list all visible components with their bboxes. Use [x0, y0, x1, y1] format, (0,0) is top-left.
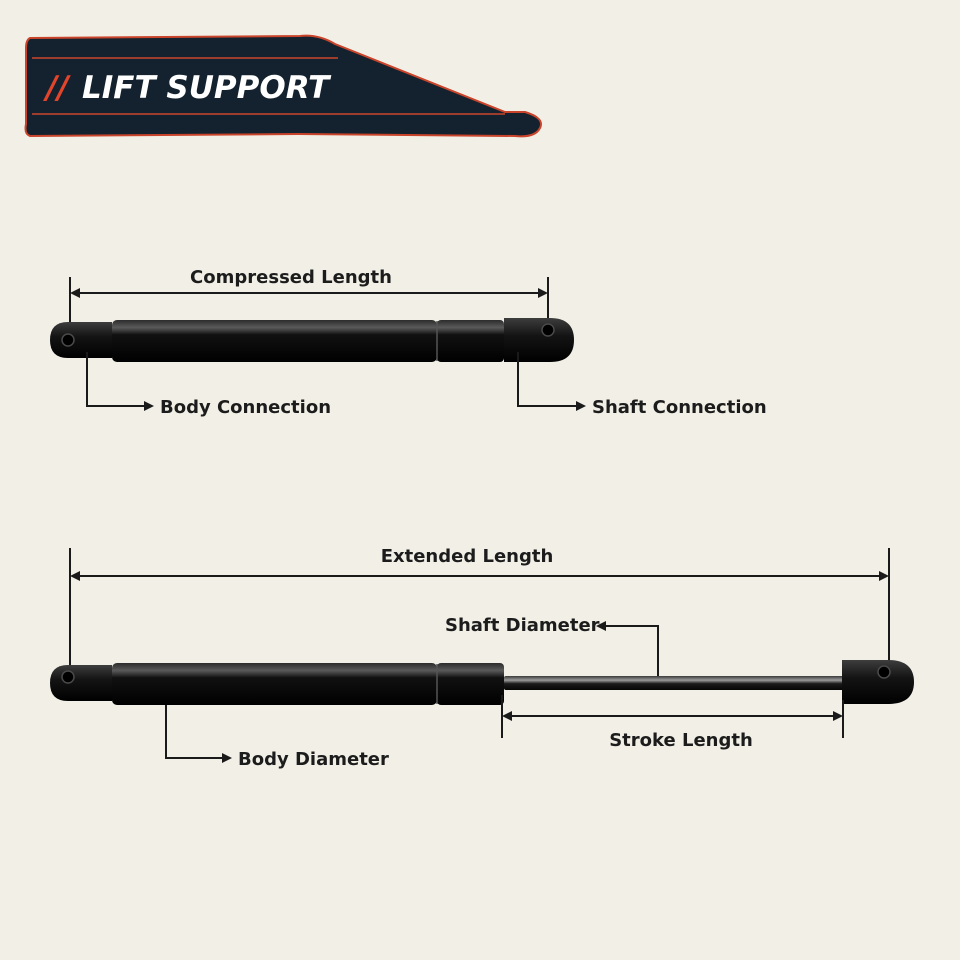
- extended-shaft-eyelet: [877, 665, 891, 679]
- body-diameter-label: Body Diameter: [238, 749, 389, 770]
- compressed-body-neck: [437, 320, 504, 362]
- compressed-strut: [50, 318, 574, 362]
- body-diameter-arrow: [222, 753, 232, 763]
- extended-body-neck: [437, 663, 504, 705]
- banner-shape: [24, 34, 542, 138]
- compressed-shaft-eyelet: [541, 323, 555, 337]
- compressed-body-tube: [112, 320, 437, 362]
- compressed-length-label: Compressed Length: [190, 267, 392, 288]
- banner-slash: //: [43, 70, 71, 106]
- stroke-length-label: Stroke Length: [609, 730, 753, 751]
- extended-arrow-right: [879, 571, 889, 581]
- shaft-connection-leader: [517, 352, 578, 407]
- shaft-connection-label: Shaft Connection: [592, 397, 767, 418]
- banner: // LIFT SUPPORT: [24, 34, 542, 138]
- extended-shaft-end-fitting: [842, 660, 914, 704]
- shaft-connection-arrow: [576, 401, 586, 411]
- stroke-arrow-left: [502, 711, 512, 721]
- banner-title: LIFT SUPPORT: [82, 70, 332, 106]
- extended-arrow-left: [70, 571, 80, 581]
- compressed-arrow-right: [538, 288, 548, 298]
- compressed-shaft-end-fitting: [504, 318, 574, 362]
- body-connection-leader: [86, 352, 146, 407]
- shaft-diameter-arrow: [596, 621, 606, 631]
- extended-length-label: Extended Length: [381, 546, 554, 567]
- extended-body-end-fitting: [50, 665, 112, 701]
- compressed-view: Compressed Length Body Connection Shaft …: [50, 267, 767, 418]
- extended-view: Extended Length Shaft Diameter Stroke Le…: [50, 546, 914, 770]
- compressed-body-eyelet: [61, 333, 75, 347]
- shaft-diameter-label: Shaft Diameter: [445, 615, 600, 636]
- body-connection-label: Body Connection: [160, 397, 331, 418]
- compressed-arrow-left: [70, 288, 80, 298]
- extended-strut: [50, 660, 914, 705]
- body-connection-arrow: [144, 401, 154, 411]
- stroke-arrow-right: [833, 711, 843, 721]
- extended-body-tube: [112, 663, 437, 705]
- compressed-body-end-fitting: [50, 322, 112, 358]
- shaft-diameter-leader: [604, 625, 659, 676]
- extended-body-eyelet: [61, 670, 75, 684]
- extended-shaft-rod: [504, 676, 846, 690]
- body-diameter-leader: [165, 705, 224, 759]
